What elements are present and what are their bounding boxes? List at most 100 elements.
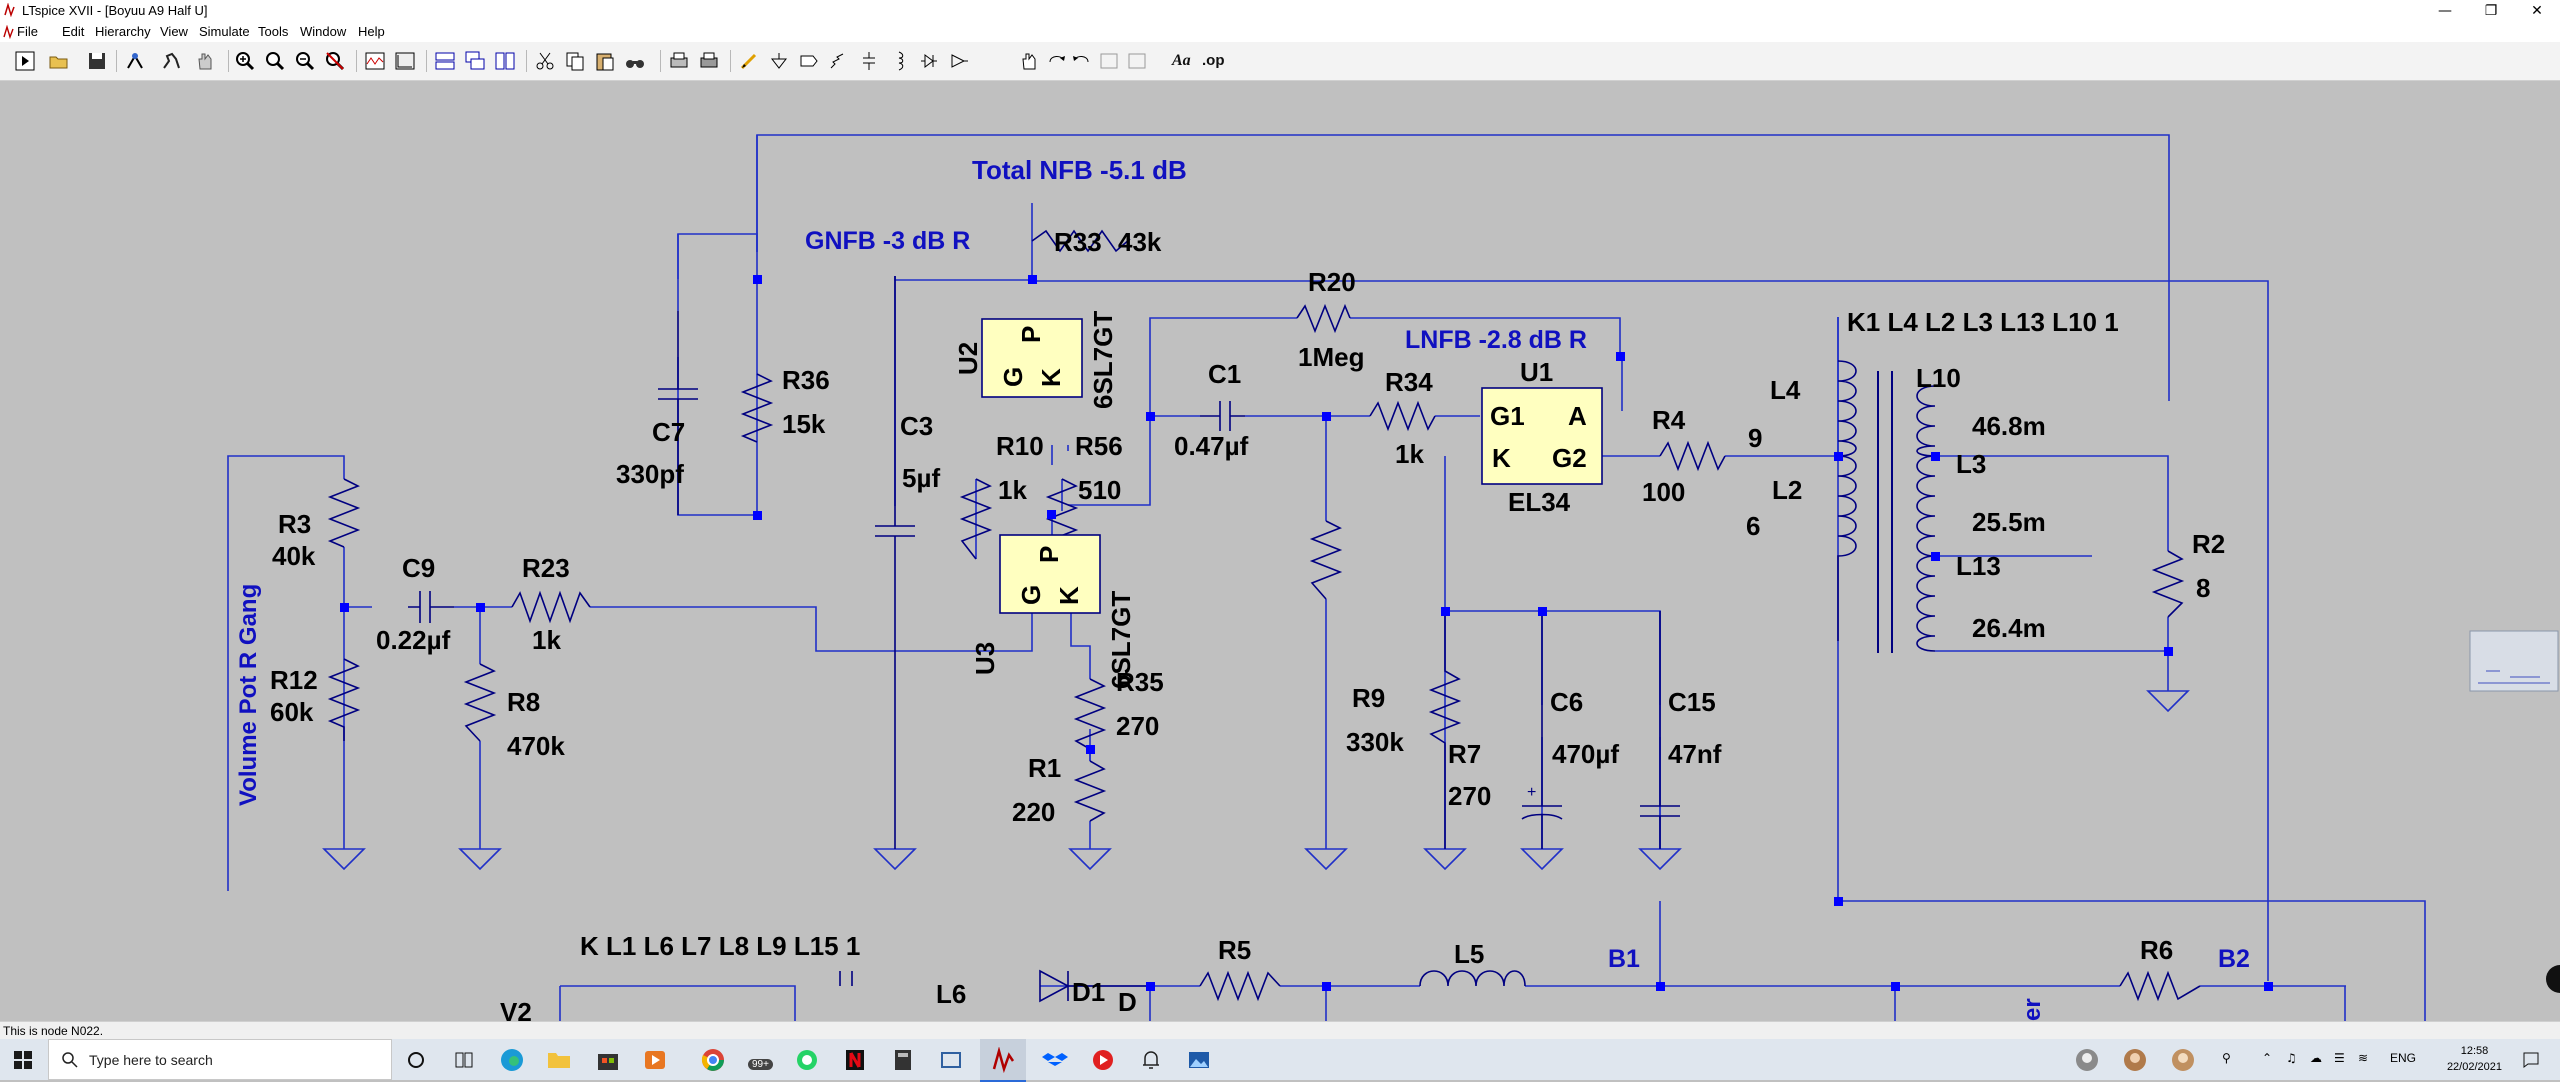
side-expand-button[interactable] [2546, 965, 2560, 993]
r1-name: R1 [1028, 753, 1061, 783]
whatsapp-icon[interactable] [794, 1047, 820, 1073]
youtube-icon[interactable] [1090, 1047, 1116, 1073]
language-indicator[interactable]: ENG [2390, 1051, 2417, 1065]
r34-name: R34 [1385, 367, 1433, 397]
store-icon[interactable] [595, 1047, 621, 1073]
chrome-icon[interactable] [700, 1047, 726, 1073]
tile-vertical-icon[interactable] [494, 50, 516, 72]
menu-edit[interactable]: Edit [62, 24, 85, 39]
c7-value: 330pf [616, 459, 684, 489]
capacitor-symbols [408, 276, 1680, 849]
l5-name: L5 [1454, 939, 1484, 969]
tray-user-icon-1[interactable] [2074, 1047, 2100, 1073]
u3-model: 6SL7GT [1106, 591, 1136, 689]
tray-user-icon-3[interactable] [2170, 1047, 2196, 1073]
dropbox-icon[interactable] [1042, 1047, 1068, 1073]
cortana-icon[interactable] [403, 1047, 429, 1073]
r23-name: R23 [522, 553, 570, 583]
d1-name: D1 [1072, 977, 1105, 1007]
ltspice-taskbar-button[interactable] [980, 1039, 1026, 1082]
diode-icon[interactable] [918, 50, 940, 72]
pan-hand-icon[interactable] [194, 50, 216, 72]
action-center-icon[interactable] [2522, 1051, 2540, 1069]
zoom-in-icon[interactable] [234, 50, 256, 72]
network-icon[interactable]: ☰ [2334, 1051, 2345, 1065]
drag-icon[interactable] [1046, 50, 1068, 72]
u1-pin-g2: G2 [1552, 443, 1587, 473]
onedrive-icon[interactable]: ☁ [2310, 1051, 2322, 1065]
waveform-icon[interactable] [364, 50, 386, 72]
run-icon[interactable] [14, 50, 36, 72]
c9-name: C9 [402, 553, 435, 583]
save-icon[interactable] [86, 50, 108, 72]
paste-icon[interactable] [594, 50, 616, 72]
restore-button[interactable]: ❐ [2484, 3, 2498, 19]
menu-window[interactable]: Window [300, 24, 347, 39]
windows-start-icon[interactable] [14, 1051, 32, 1069]
r3-name: R3 [278, 509, 311, 539]
u2-pin-g: G [998, 367, 1028, 387]
undo-icon[interactable] [1070, 50, 1092, 72]
schematic-drawing[interactable]: + [0, 81, 2560, 1021]
resistor-icon[interactable] [828, 50, 850, 72]
minimize-button[interactable]: — [2438, 3, 2452, 19]
c1-name: C1 [1208, 359, 1241, 389]
open-icon[interactable] [48, 50, 70, 72]
k-statement-bottom: K L1 L6 L7 L8 L9 L15 1 [580, 931, 860, 961]
menu-help[interactable]: Help [358, 24, 385, 39]
schematic-canvas[interactable]: + [0, 81, 2560, 1021]
close-button[interactable]: ✕ [2531, 3, 2543, 19]
inductor-icon[interactable] [888, 50, 910, 72]
c6-name: C6 [1550, 687, 1583, 717]
draw-wire-icon[interactable] [738, 50, 760, 72]
autorange-icon[interactable] [394, 50, 416, 72]
menu-simulate[interactable]: Simulate [199, 24, 250, 39]
menu-hierarchy[interactable]: Hierarchy [95, 24, 151, 39]
print-setup-icon[interactable] [698, 50, 720, 72]
capacitor-icon[interactable] [858, 50, 880, 72]
spice-directive-tool[interactable]: .op [1202, 52, 1225, 69]
cascade-icon[interactable] [464, 50, 486, 72]
redo-icon[interactable] [1098, 50, 1120, 72]
netflix-icon[interactable] [842, 1047, 868, 1073]
people-icon[interactable]: ⚲ [2222, 1051, 2231, 1065]
menu-view[interactable]: View [160, 24, 188, 39]
ground-icon[interactable] [768, 50, 790, 72]
cut-icon[interactable] [534, 50, 556, 72]
zoom-area-icon[interactable] [264, 50, 286, 72]
text-tool[interactable]: Aa [1172, 52, 1191, 69]
control-panel-icon[interactable] [124, 50, 146, 72]
taskbar-search[interactable]: Type here to search [48, 1039, 392, 1080]
find-icon[interactable] [624, 50, 646, 72]
label-net-icon[interactable] [798, 50, 820, 72]
calculator-icon[interactable] [890, 1047, 916, 1073]
tile-horizontal-icon[interactable] [434, 50, 456, 72]
mini-preview[interactable] [2469, 630, 2559, 692]
r10-name: R10 [996, 431, 1044, 461]
halt-icon[interactable] [160, 50, 182, 72]
rotate-icon[interactable] [1126, 50, 1148, 72]
edge-icon[interactable] [499, 1047, 525, 1073]
photos-icon[interactable] [1186, 1047, 1212, 1073]
chevron-up-icon[interactable]: ⌃ [2262, 1051, 2273, 1065]
move-icon[interactable] [1018, 50, 1040, 72]
menu-file[interactable]: File [17, 24, 38, 39]
volume-icon[interactable]: ♫ [2286, 1051, 2297, 1065]
wifi-icon[interactable]: ≋ [2358, 1051, 2369, 1065]
zoom-out-icon[interactable] [294, 50, 316, 72]
bell-icon[interactable] [1138, 1047, 1164, 1073]
zoom-cancel-icon[interactable] [324, 50, 346, 72]
copy-icon[interactable] [564, 50, 586, 72]
status-bar: This is node N022. [0, 1021, 2560, 1040]
tray-user-icon-2[interactable] [2122, 1047, 2148, 1073]
media-app-icon[interactable] [642, 1047, 668, 1073]
menu-tools[interactable]: Tools [258, 24, 289, 39]
component-icon[interactable] [948, 50, 970, 72]
file-explorer-icon[interactable] [546, 1047, 572, 1073]
screen-capture-icon[interactable] [938, 1047, 964, 1073]
print-icon[interactable] [668, 50, 690, 72]
task-view-icon[interactable] [451, 1047, 477, 1073]
r9-value: 330k [1346, 727, 1404, 757]
clock[interactable]: 12:58 22/02/2021 [2447, 1043, 2502, 1075]
l4-value: 9 [1748, 423, 1762, 453]
